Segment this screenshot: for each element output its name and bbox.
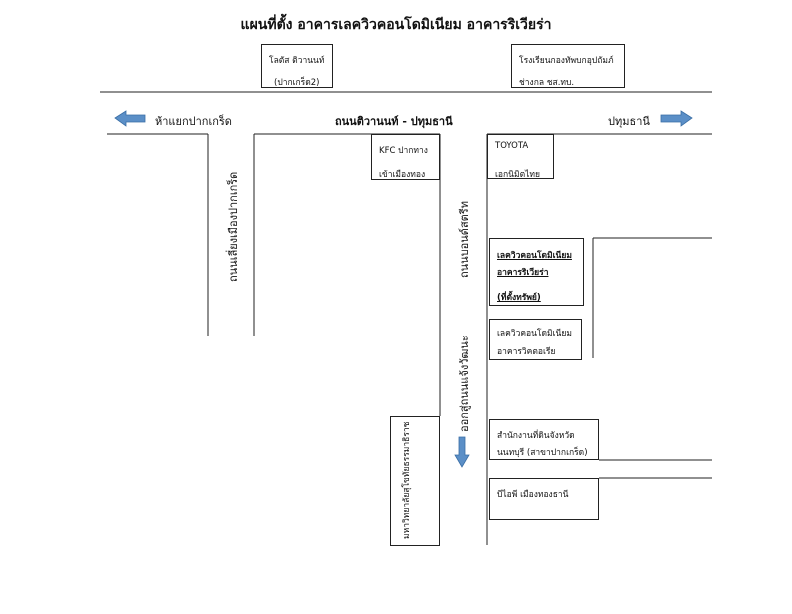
- landmark-university-label: มหาวิทยาลัยสุโขทัยธรรมาธิราช: [402, 421, 412, 539]
- landmark-land-office-line1: สำนักงานที่ดินจังหวัด: [497, 431, 575, 441]
- landmark-university: มหาวิทยาลัยสุโขทัยธรรมาธิราช: [390, 416, 440, 546]
- landmark-toyota-line1: TOYOTA: [495, 141, 529, 151]
- landmark-school-line1: โรงเรียนกองทัพบกอุปถัมภ์: [519, 56, 614, 66]
- direction-left-label: ห้าแยกปากเกร็ด: [155, 115, 232, 128]
- landmark-lotus-line1: โลตัส ติวานนท์: [269, 56, 325, 66]
- landmark-lotus-line2: (ปากเกร็ด2): [274, 78, 320, 88]
- landmark-kfc-line2: เข้าเมืองทอง: [379, 170, 426, 180]
- landmark-lotus: โลตัส ติวานนท์ (ปากเกร็ด2): [261, 44, 333, 88]
- landmark-bfi: บีไอพี เมืองทองธานี: [489, 478, 599, 520]
- landmark-kfc-line1: KFC ปากทาง: [379, 146, 428, 156]
- landmark-land-office-line2: นนทบุรี (สาขาปากเกร็ด): [497, 448, 588, 458]
- landmark-toyota-line2: เอกนิมิตไทย: [495, 170, 540, 180]
- arrow-down-icon: [454, 436, 470, 468]
- landmark-bfi-line1: บีไอพี เมืองทองธานี: [497, 490, 569, 500]
- exit-road-label: ออกสู่ถนนแจ้งวัฒนะ: [458, 335, 471, 432]
- landmark-victoria: เลควิวคอนโดมิเนียม อาคารวิคตอเรีย: [489, 319, 582, 360]
- landmark-riviera-line1: เลควิวคอนโดมิเนียม: [497, 251, 572, 261]
- bondstreet-label: ถนนบอนด์สตรีท: [458, 201, 471, 278]
- landmark-school-line2: ช่างกล ชส.ทบ.: [519, 78, 575, 88]
- landmark-riviera-line3: (ที่ตั้งทรัพย์): [497, 293, 541, 303]
- landmark-toyota: TOYOTA เอกนิมิตไทย: [487, 134, 554, 180]
- arrow-right-icon: [660, 110, 693, 127]
- main-road-label: ถนนติวานนท์ - ปทุมธานี: [335, 115, 453, 128]
- map-title: แผนที่ตั้ง อาคารเลควิวคอนโดมิเนียม อาคาร…: [240, 17, 552, 33]
- landmark-victoria-line1: เลควิวคอนโดมิเนียม: [497, 329, 572, 339]
- landmark-victoria-line2: อาคารวิคตอเรีย: [497, 347, 556, 357]
- landmark-riviera: เลควิวคอนโดมิเนียม อาคารริเวียร่า (ที่ตั…: [489, 238, 584, 306]
- landmark-kfc: KFC ปากทาง เข้าเมืองทอง: [371, 134, 440, 180]
- bypass-road-label: ถนนเลี่ยงเมืองปากเกร็ด: [227, 171, 240, 282]
- landmark-land-office: สำนักงานที่ดินจังหวัด นนทบุรี (สาขาปากเก…: [489, 419, 599, 460]
- direction-right-label: ปทุมธานี: [608, 115, 650, 128]
- landmark-riviera-line2: อาคารริเวียร่า: [497, 268, 549, 278]
- landmark-school: โรงเรียนกองทัพบกอุปถัมภ์ ช่างกล ชส.ทบ.: [511, 44, 625, 88]
- arrow-left-icon: [114, 110, 146, 127]
